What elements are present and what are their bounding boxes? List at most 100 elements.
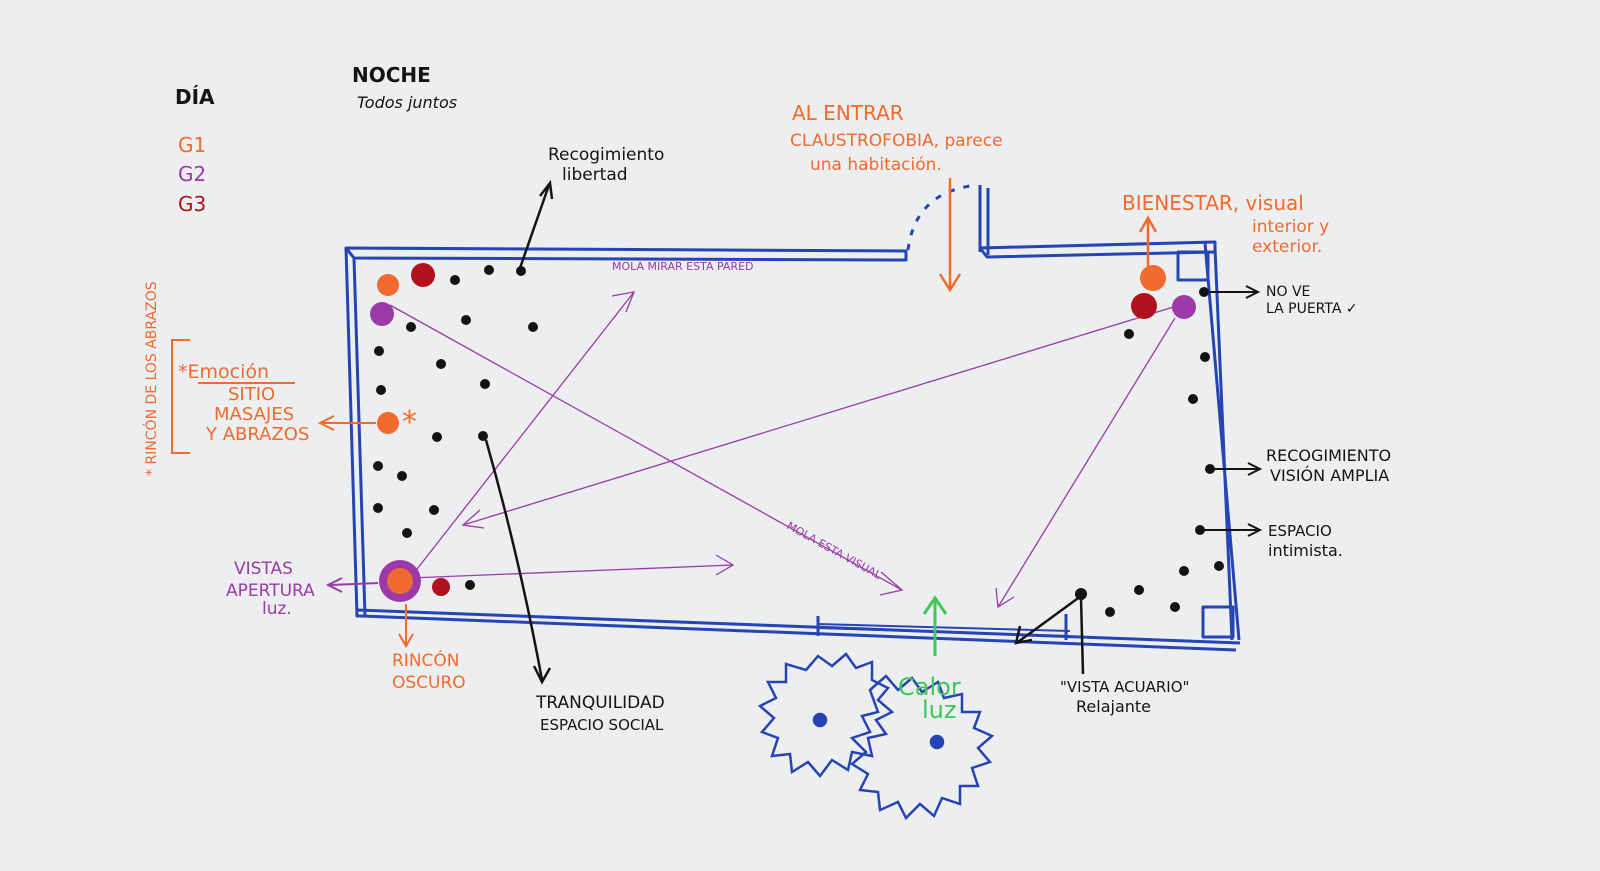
note-mola-pared: MOLA MIRAR ESTA PARED — [612, 260, 754, 273]
bottom-wall — [356, 608, 1241, 652]
seat-dot — [480, 379, 490, 389]
green-annotation: Calor luz — [898, 595, 961, 724]
seat-dot — [461, 315, 471, 325]
left-wall — [344, 247, 367, 618]
note-line: LA PUERTA ✓ — [1266, 301, 1358, 317]
note-line: ESPACIO — [1268, 522, 1332, 540]
g3-marker — [1131, 293, 1157, 319]
seat-dot — [406, 322, 416, 332]
arrowhead-2 — [715, 554, 735, 576]
note-line: luz. — [262, 599, 292, 619]
seat-dot — [397, 471, 407, 481]
seat-dot — [429, 505, 439, 515]
note-line: OSCURO — [392, 673, 466, 693]
sight-line-4 — [462, 304, 1181, 526]
right-wall — [1203, 242, 1241, 641]
legend-dia: DÍA — [175, 85, 215, 109]
arrow-vistas — [325, 577, 379, 593]
seat-dot — [484, 265, 494, 275]
black-annotations: Recogimiento libertad NO VE LA PUERTA ✓ … — [484, 145, 1391, 734]
arrowhead-3 — [879, 571, 904, 596]
seat-dot — [1200, 352, 1210, 362]
sight-line-1 — [409, 291, 635, 579]
seat-dot — [1105, 607, 1115, 617]
seat-dot — [376, 385, 386, 395]
note-line: CLAUSTROFOBIA, parece — [790, 131, 1003, 151]
top-wall-right — [978, 240, 1217, 259]
note-line: exterior. — [1252, 237, 1322, 257]
sight-lines — [389, 291, 1181, 609]
arrow-no-ve — [1210, 285, 1261, 299]
orange-annotations: AL ENTRAR CLAUSTROFOBIA, parece una habi… — [142, 101, 1329, 693]
asterisk-marker: * — [402, 405, 417, 440]
note-line: RECOGIMIENTO — [1266, 446, 1391, 465]
seat-dot — [516, 266, 526, 276]
legend-noche: NOCHE — [352, 63, 431, 87]
seat-dot — [1170, 602, 1180, 612]
note-espacio-intimista: ESPACIO intimista. — [1268, 522, 1343, 560]
note-vistas: VISTAS APERTURA luz. — [226, 559, 315, 619]
seat-dot — [373, 503, 383, 513]
tree-left — [757, 652, 895, 778]
seat-dot — [465, 580, 475, 590]
seat-dot — [528, 322, 538, 332]
seat-dot — [450, 275, 460, 285]
seat-dot — [1188, 394, 1198, 404]
seat-dot — [402, 528, 412, 538]
g1-marker — [377, 274, 399, 296]
seat-dot — [373, 461, 383, 471]
note-line: Calor — [898, 673, 961, 701]
g1-marker — [1140, 265, 1166, 291]
note-line: APERTURA — [226, 581, 315, 601]
note-line: *Emoción — [178, 361, 269, 383]
note-line: AL ENTRAR — [792, 101, 904, 125]
arrow-calor-luz — [922, 595, 948, 656]
note-line: VISTAS — [234, 559, 293, 579]
seat-dot — [374, 346, 384, 356]
note-recogimiento-right: RECOGIMIENTO VISIÓN AMPLIA — [1266, 446, 1391, 485]
tree-right — [849, 674, 995, 821]
note-line: interior y — [1252, 217, 1329, 237]
corner-square-top-right — [1176, 250, 1210, 282]
note-tranquilidad: TRANQUILIDAD ESPACIO SOCIAL — [535, 693, 665, 734]
legend-g3: G3 — [178, 192, 206, 216]
seat-dot — [1199, 287, 1209, 297]
note-line: NO VE — [1266, 284, 1310, 300]
legend-noche-sub: Todos juntos — [357, 93, 457, 112]
corner-square-bottom-right — [1201, 605, 1235, 639]
arrow-tranquilidad — [484, 439, 552, 685]
arrowhead-1 — [611, 291, 636, 313]
tree-trunk — [812, 712, 828, 728]
seat-dots — [373, 265, 1224, 617]
arrowhead-5 — [995, 587, 1015, 609]
note-line: MASAJES — [214, 404, 294, 425]
arrow-recogimiento-right — [1212, 462, 1263, 476]
seat-dot — [1179, 566, 1189, 576]
note-line: luz — [922, 696, 956, 724]
note-line: Relajante — [1076, 697, 1151, 716]
note-rincon-abrazos: * RINCÓN DE LOS ABRAZOS — [142, 281, 160, 476]
note-recogimiento-top: Recogimiento libertad — [548, 145, 664, 185]
bracket-rincon-abrazos — [171, 339, 190, 454]
trees — [757, 652, 995, 821]
note-vista-acuario: "VISTA ACUARIO" Relajante — [1060, 678, 1189, 716]
seat-dot — [432, 432, 442, 442]
g2-marker — [1172, 295, 1196, 319]
arrowhead-4 — [461, 509, 485, 529]
legend-g1: G1 — [178, 133, 206, 157]
arrow-rincon-oscuro — [398, 604, 414, 648]
purple-annotations: VISTAS APERTURA luz. MOLA MIRAR ESTA PAR… — [226, 260, 884, 619]
g1-marker — [387, 568, 413, 594]
seat-dot — [1124, 329, 1134, 339]
legend: DÍA NOCHE Todos juntos G1 G2 G3 — [175, 63, 457, 216]
sight-line-3 — [389, 304, 903, 591]
note-bienestar: BIENESTAR, visual interior y exterior. — [1122, 191, 1329, 257]
g3-marker — [432, 578, 450, 596]
arrow-bienestar — [1138, 215, 1158, 268]
seat-dot — [1134, 585, 1144, 595]
arrow-vista-acuario — [1014, 594, 1085, 675]
note-line: Y ABRAZOS — [205, 424, 309, 445]
note-line: intimista. — [1268, 541, 1343, 560]
seat-dot — [478, 431, 488, 441]
